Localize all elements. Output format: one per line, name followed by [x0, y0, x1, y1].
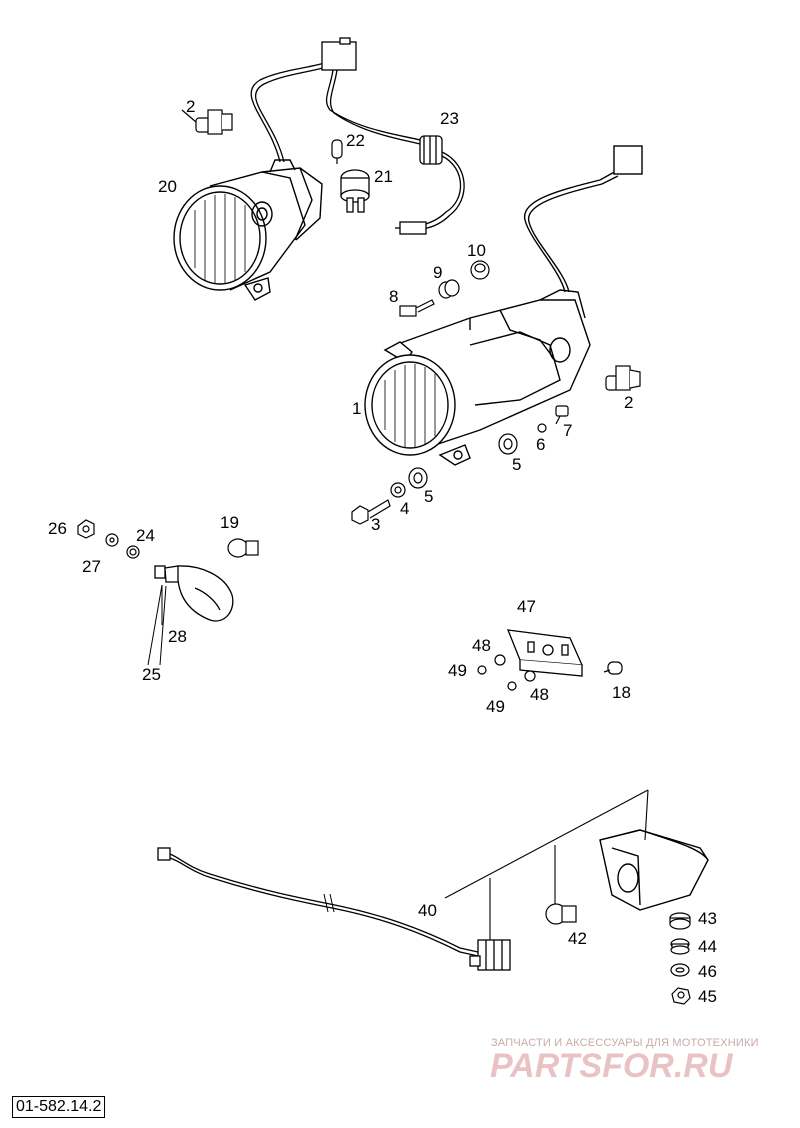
- callout-18: 18: [612, 683, 631, 702]
- callout-21: 21: [374, 167, 393, 186]
- bulb-22: [331, 139, 343, 164]
- bulb-18: [603, 661, 623, 675]
- turn-signal-28: [154, 565, 234, 622]
- main-headlight-1: [364, 145, 643, 466]
- bulb-2-right: [605, 365, 641, 391]
- spacer-44: [670, 938, 690, 955]
- callout-4: 4: [400, 499, 409, 518]
- nut-49-lower: [507, 681, 517, 691]
- washer-24: [126, 545, 140, 559]
- callout-46: 46: [698, 962, 717, 981]
- washer-6: [537, 423, 547, 433]
- washer-48-upper: [494, 654, 506, 666]
- callout-3: 3: [371, 515, 380, 534]
- callout-10: 10: [467, 241, 486, 260]
- watermark-tagline: ЗАПЧАСТИ И АКСЕССУАРЫ ДЛЯ МОТОТЕХНИКИ: [491, 1037, 759, 1049]
- callout-2-upper: 2: [186, 97, 195, 116]
- wire-harness-20: [250, 37, 465, 235]
- callout-8: 8: [389, 287, 398, 306]
- callout-26: 26: [48, 519, 67, 538]
- socket-21: [340, 169, 370, 213]
- callout-5-right: 5: [512, 455, 521, 474]
- callout-43: 43: [698, 909, 717, 928]
- spacer-9: [438, 279, 460, 299]
- wire-harness-40: [157, 789, 649, 971]
- callout-9: 9: [433, 263, 442, 282]
- nut-26: [77, 519, 95, 539]
- callout-23: 23: [440, 109, 459, 128]
- bolt-3: [351, 499, 391, 525]
- tail-light-housing: [599, 829, 709, 911]
- small-headlight-20: [173, 159, 323, 301]
- watermark-logo: PARTSFOR.RU: [490, 1047, 734, 1085]
- leader-lines: [147, 584, 167, 666]
- license-light-47: [506, 629, 584, 677]
- washer-27: [105, 533, 119, 547]
- nut-49-upper: [477, 665, 487, 675]
- callout-1: 1: [352, 399, 361, 418]
- callout-48-lower: 48: [530, 685, 549, 704]
- callout-19: 19: [220, 513, 239, 532]
- bushing-5-left: [408, 467, 428, 489]
- grommet-43: [669, 912, 691, 930]
- callout-2-right: 2: [624, 393, 633, 412]
- callout-47: 47: [517, 597, 536, 616]
- bulb-42: [545, 903, 577, 925]
- callout-28: 28: [168, 627, 187, 646]
- washer-48-lower: [524, 670, 536, 682]
- watermark: ЗАПЧАСТИ И АКСЕССУАРЫ ДЛЯ МОТОТЕХНИКИ PA…: [490, 1037, 759, 1085]
- callout-20: 20: [158, 177, 177, 196]
- bushing-5-right: [498, 433, 518, 455]
- bulb-2-upper: [181, 109, 233, 135]
- cap-10: [470, 260, 490, 280]
- callout-45: 45: [698, 987, 717, 1006]
- bolt-8: [399, 299, 435, 317]
- callout-22: 22: [346, 131, 365, 150]
- callout-44: 44: [698, 937, 717, 956]
- bolt-7: [555, 405, 569, 425]
- callout-5-left: 5: [424, 487, 433, 506]
- washer-4: [390, 482, 406, 498]
- callout-7: 7: [563, 421, 572, 440]
- callout-42: 42: [568, 929, 587, 948]
- callout-40: 40: [418, 901, 437, 920]
- washer-46: [670, 963, 690, 977]
- callout-labels: 1 2 2 3 4 5 5 6 7 8 9 10 18 19 20 21 22 …: [48, 97, 717, 1006]
- callout-49-upper: 49: [448, 661, 467, 680]
- callout-27: 27: [82, 557, 101, 576]
- callout-25: 25: [142, 665, 161, 684]
- callout-49-lower: 49: [486, 697, 505, 716]
- callout-24: 24: [136, 526, 155, 545]
- callout-6: 6: [536, 435, 545, 454]
- bulb-19: [227, 538, 259, 558]
- diagram-code-label: 01-582.14.2: [12, 1096, 106, 1118]
- nut-45: [671, 987, 691, 1005]
- callout-48-upper: 48: [472, 636, 491, 655]
